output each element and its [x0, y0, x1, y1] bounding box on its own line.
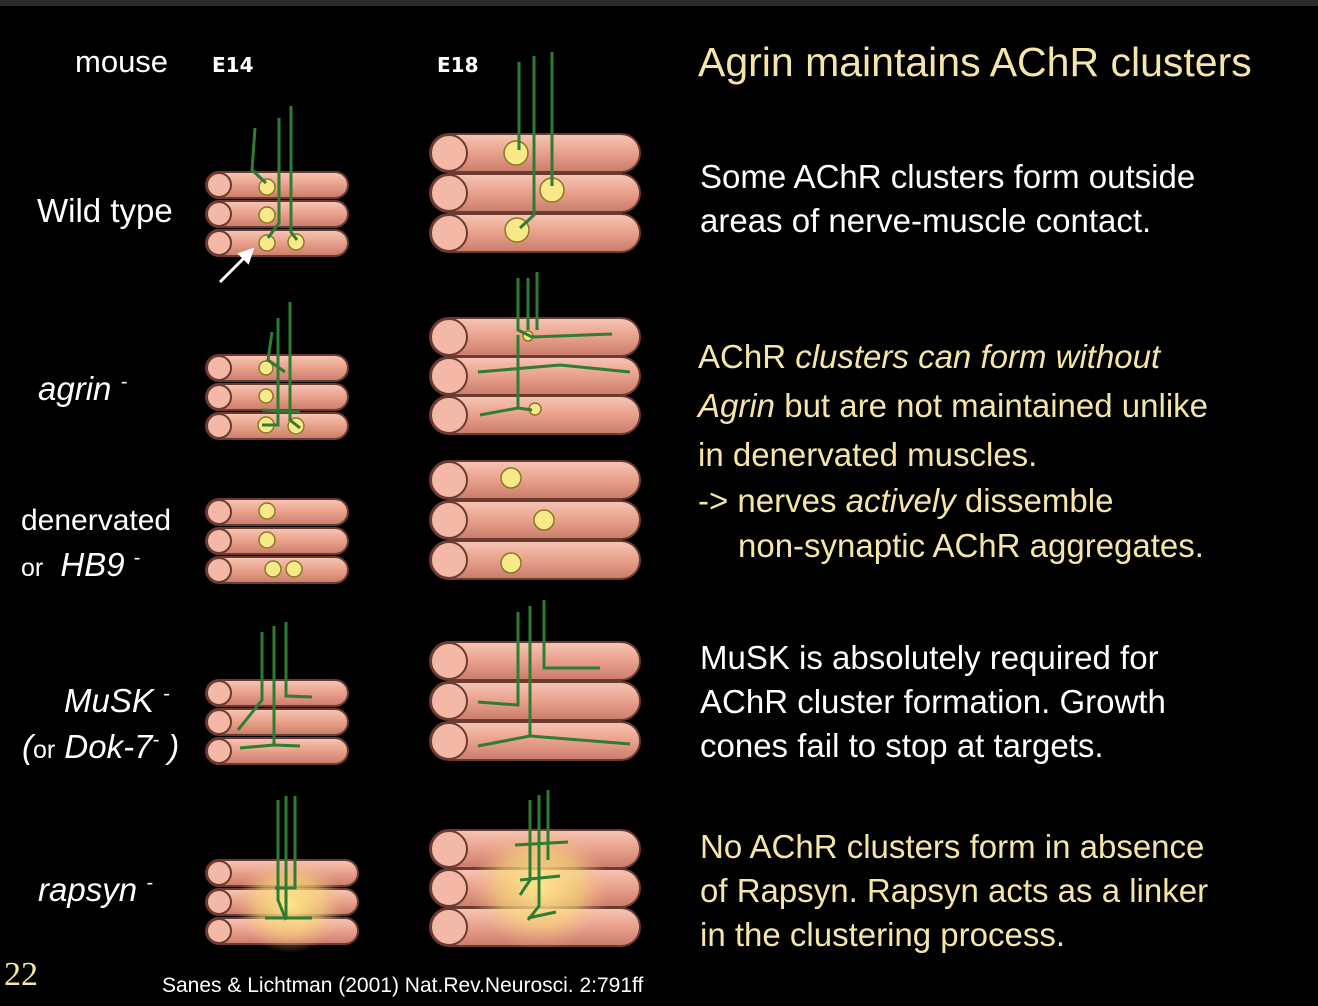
paragraph-line: in denervated muscles. — [698, 436, 1038, 473]
paragraph-line: non-synaptic AChR aggregates. — [738, 527, 1204, 564]
paragraph-line: of Rapsyn. Rapsyn acts as a linker — [700, 872, 1209, 909]
paragraph-line: Agrin but are not maintained unlike — [698, 381, 1208, 430]
row-label-agrin: agrin - — [38, 370, 127, 408]
agrin-e18-nerves — [477, 272, 631, 417]
paragraph-line: cones fail to stop at targets. — [700, 727, 1104, 764]
paragraph-line: AChR cluster formation. Growth — [700, 683, 1166, 720]
agrin-e14-nerves — [261, 302, 301, 430]
dok7-gene: Dok-7 — [64, 728, 153, 765]
text-run: -> nerves — [698, 482, 837, 519]
paragraph-line: areas of nerve-muscle contact. — [700, 202, 1152, 239]
text-run: AChR — [698, 338, 787, 375]
wildtype-e14-nerves — [250, 106, 299, 241]
minus-sign: - — [133, 547, 141, 569]
minus-sign: - — [146, 872, 153, 894]
paragraph-line: Some AChR clusters form outside — [700, 158, 1196, 195]
paragraph-agrin: AChR clusters can form without Agrin but… — [698, 332, 1208, 479]
stage-e18-label: E18 — [437, 53, 479, 77]
row-label-musk: MuSK - — [64, 682, 170, 720]
text-run: clusters can form without — [795, 338, 1161, 375]
or-label: or — [33, 736, 56, 764]
wildtype-e18-muscle — [429, 133, 641, 253]
paragraph-line: -> nerves actively dissemble — [698, 478, 1204, 523]
paragraph-nerves: -> nerves actively dissemble non-synapti… — [698, 478, 1204, 568]
paragraph-rapsyn: No AChR clusters form in absence of Raps… — [700, 825, 1208, 957]
row-label-rapsyn: rapsyn - — [38, 871, 153, 909]
musk-gene: MuSK — [64, 682, 154, 719]
wildtype-e14-clusters — [258, 178, 305, 252]
row-label-hb9: or HB9 - — [21, 546, 140, 584]
hb9-gene: HB9 — [60, 546, 125, 583]
paragraph-musk: MuSK is absolutely required for AChR clu… — [700, 636, 1166, 768]
musk-e14-nerves — [236, 622, 313, 750]
slide-title: Agrin maintains AChR clusters — [698, 39, 1252, 85]
wildtype-arrow — [218, 247, 255, 284]
text-run: but are not maintained unlike — [784, 387, 1208, 424]
paragraph-line: MuSK is absolutely required for — [700, 639, 1159, 676]
rapsyn-e14-muscle — [205, 857, 359, 953]
species-label: mouse — [75, 44, 169, 79]
stage-e14-label: E14 — [212, 53, 254, 77]
wildtype-e18-nerves — [517, 52, 554, 230]
row-label-dok7: (or Dok-7- ) — [22, 728, 180, 765]
rapsyn-e14-nerves — [265, 796, 312, 921]
paragraph-line: in the clustering process. — [700, 916, 1066, 953]
text-run: Agrin — [698, 387, 776, 424]
paragraph-outside-contact: Some AChR clusters form outside areas of… — [700, 155, 1195, 243]
rapsyn-e18-nerves — [514, 790, 569, 921]
rapsyn-gene: rapsyn — [38, 871, 138, 908]
or-label: or — [21, 554, 44, 582]
agrin-gene: agrin — [38, 370, 112, 407]
minus-sign: - — [163, 683, 170, 705]
wildtype-e14-muscle — [205, 171, 349, 257]
minus-sign: - — [152, 729, 160, 751]
citation: Sanes & Lichtman (2001) Nat.Rev.Neurosci… — [162, 974, 644, 997]
slide-number: 22 — [4, 956, 38, 993]
top-bar — [0, 0, 1318, 6]
paragraph-line: AChR clusters can form without — [698, 332, 1208, 381]
minus-sign: - — [120, 371, 128, 393]
denervated-e14-muscle — [205, 498, 349, 584]
row-label-wildtype: Wild type — [37, 192, 173, 229]
musk-e14-muscle — [205, 679, 349, 765]
text-run: actively — [845, 482, 956, 519]
musk-e18-nerves — [477, 600, 631, 748]
paragraph-line: No AChR clusters form in absence — [700, 828, 1205, 865]
denervated-e18-clusters — [500, 467, 555, 574]
denervated-e14-clusters — [258, 502, 303, 578]
row-label-denervated: denervated — [21, 504, 172, 537]
musk-e18-muscle — [429, 641, 641, 761]
text-run: dissemble — [964, 482, 1114, 519]
